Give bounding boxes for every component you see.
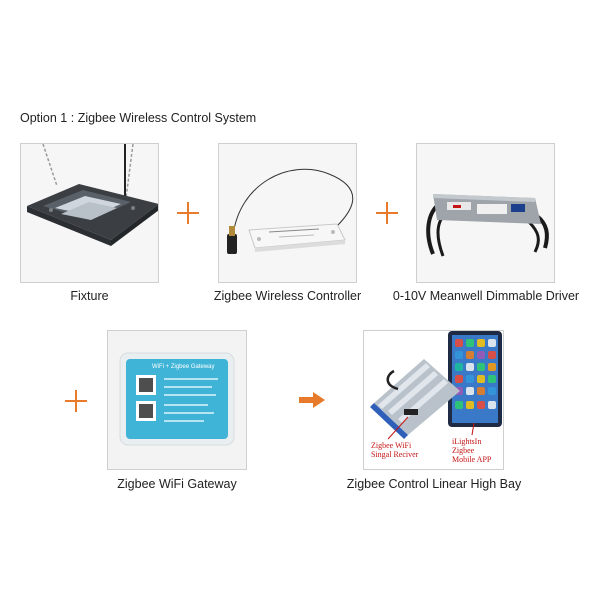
controller-illustration	[227, 168, 354, 254]
app-label-line2: Mobile APP	[452, 455, 492, 464]
gateway-illustration	[119, 352, 235, 446]
highbay-illustration	[370, 331, 502, 440]
fixture-caption: Fixture	[70, 289, 109, 303]
driver-image	[416, 143, 555, 283]
fixture-image	[20, 143, 159, 283]
controller-caption: Zigbee Wireless Controller	[213, 289, 362, 303]
app-label-line1: iLightsIn Zigbee	[452, 437, 482, 455]
section-title: Option 1 : Zigbee Wireless Control Syste…	[20, 111, 256, 125]
gateway-caption: Zigbee WiFi Gateway	[117, 477, 237, 491]
plus-icon	[376, 202, 398, 224]
controller-image	[218, 143, 357, 283]
fixture-illustration	[27, 144, 158, 246]
plus-icon	[65, 390, 87, 412]
receiver-label: Zigbee WiFi Singal Reciver	[371, 441, 418, 459]
gateway-label: WiFi + Zigbee Gateway	[152, 364, 215, 370]
plus-icon	[177, 202, 199, 224]
gateway-image: WiFi + Zigbee Gateway	[107, 330, 247, 470]
receiver-label-line1: Zigbee WiFi	[371, 441, 412, 450]
title-separator: :	[67, 111, 78, 125]
app-label: iLightsIn Zigbee Mobile APP	[452, 437, 503, 464]
highbay-caption: Zigbee Control Linear High Bay	[346, 477, 522, 491]
driver-illustration	[426, 194, 549, 257]
highbay-image: Zigbee WiFi Singal Reciver iLightsIn Zig…	[363, 330, 504, 470]
option-number: Option 1	[20, 111, 68, 125]
title-text: Zigbee Wireless Control System	[77, 111, 257, 125]
driver-caption: 0-10V Meanwell Dimmable Driver	[392, 289, 580, 303]
arrow-right-icon	[299, 392, 325, 408]
receiver-label-line2: Singal Reciver	[371, 450, 419, 459]
